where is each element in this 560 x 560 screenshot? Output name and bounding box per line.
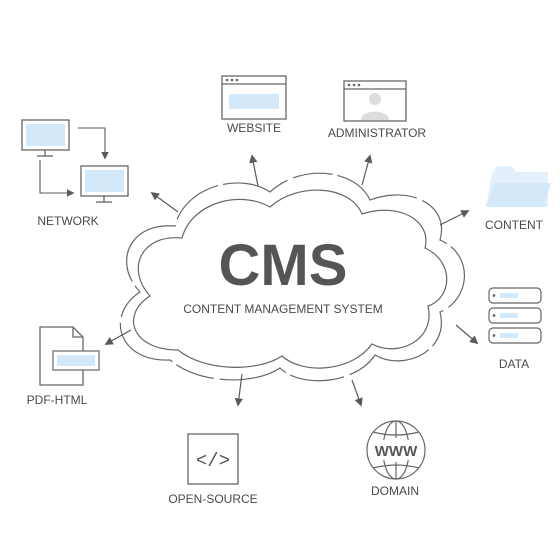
website-node: WEBSITE xyxy=(221,75,287,135)
website-label: WEBSITE xyxy=(227,121,281,135)
arrow-content xyxy=(439,210,470,226)
computer-icon-top xyxy=(21,119,70,157)
arrow-data xyxy=(455,324,479,345)
administrator-label: ADMINISTRATOR xyxy=(328,126,427,140)
pdf-html-label: PDF-HTML xyxy=(27,393,88,407)
domain-node: WWW DOMAIN xyxy=(366,420,426,498)
code-glyph: </> xyxy=(196,450,230,472)
data-node: DATA xyxy=(488,287,542,371)
content-node: CONTENT xyxy=(485,166,551,232)
connector-arrows xyxy=(104,154,479,407)
folder-icon xyxy=(486,166,551,207)
network-label: NETWORK xyxy=(37,214,98,228)
open-source-label: OPEN-SOURCE xyxy=(168,492,257,506)
arrow-website xyxy=(249,154,259,187)
network-node: NETWORK xyxy=(21,119,129,228)
document-icon xyxy=(39,326,100,386)
server-stack-icon xyxy=(488,287,542,344)
arrow-pdf-html xyxy=(104,329,132,345)
cms-subtitle: CONTENT MANAGEMENT SYSTEM xyxy=(183,302,383,316)
admin-user-window-icon xyxy=(343,80,407,122)
www-glyph: WWW xyxy=(375,443,418,460)
code-icon: </> xyxy=(187,433,239,485)
network-link-arrows xyxy=(39,127,109,197)
pdf-html-node: PDF-HTML xyxy=(27,326,100,407)
cms-title: CMS xyxy=(219,233,348,298)
arrow-network xyxy=(150,192,179,213)
open-source-node: </> OPEN-SOURCE xyxy=(168,433,258,506)
administrator-node: ADMINISTRATOR xyxy=(328,80,427,140)
browser-window-icon xyxy=(221,75,287,120)
data-label: DATA xyxy=(499,357,529,371)
globe-www-icon: WWW xyxy=(366,420,426,480)
content-label: CONTENT xyxy=(485,218,544,232)
computer-icon-bottom xyxy=(80,165,129,203)
arrow-administrator xyxy=(361,154,373,186)
arrow-domain xyxy=(351,379,363,407)
domain-label: DOMAIN xyxy=(371,484,419,498)
arrow-open-source xyxy=(234,373,244,407)
cloud-shape xyxy=(119,172,465,382)
